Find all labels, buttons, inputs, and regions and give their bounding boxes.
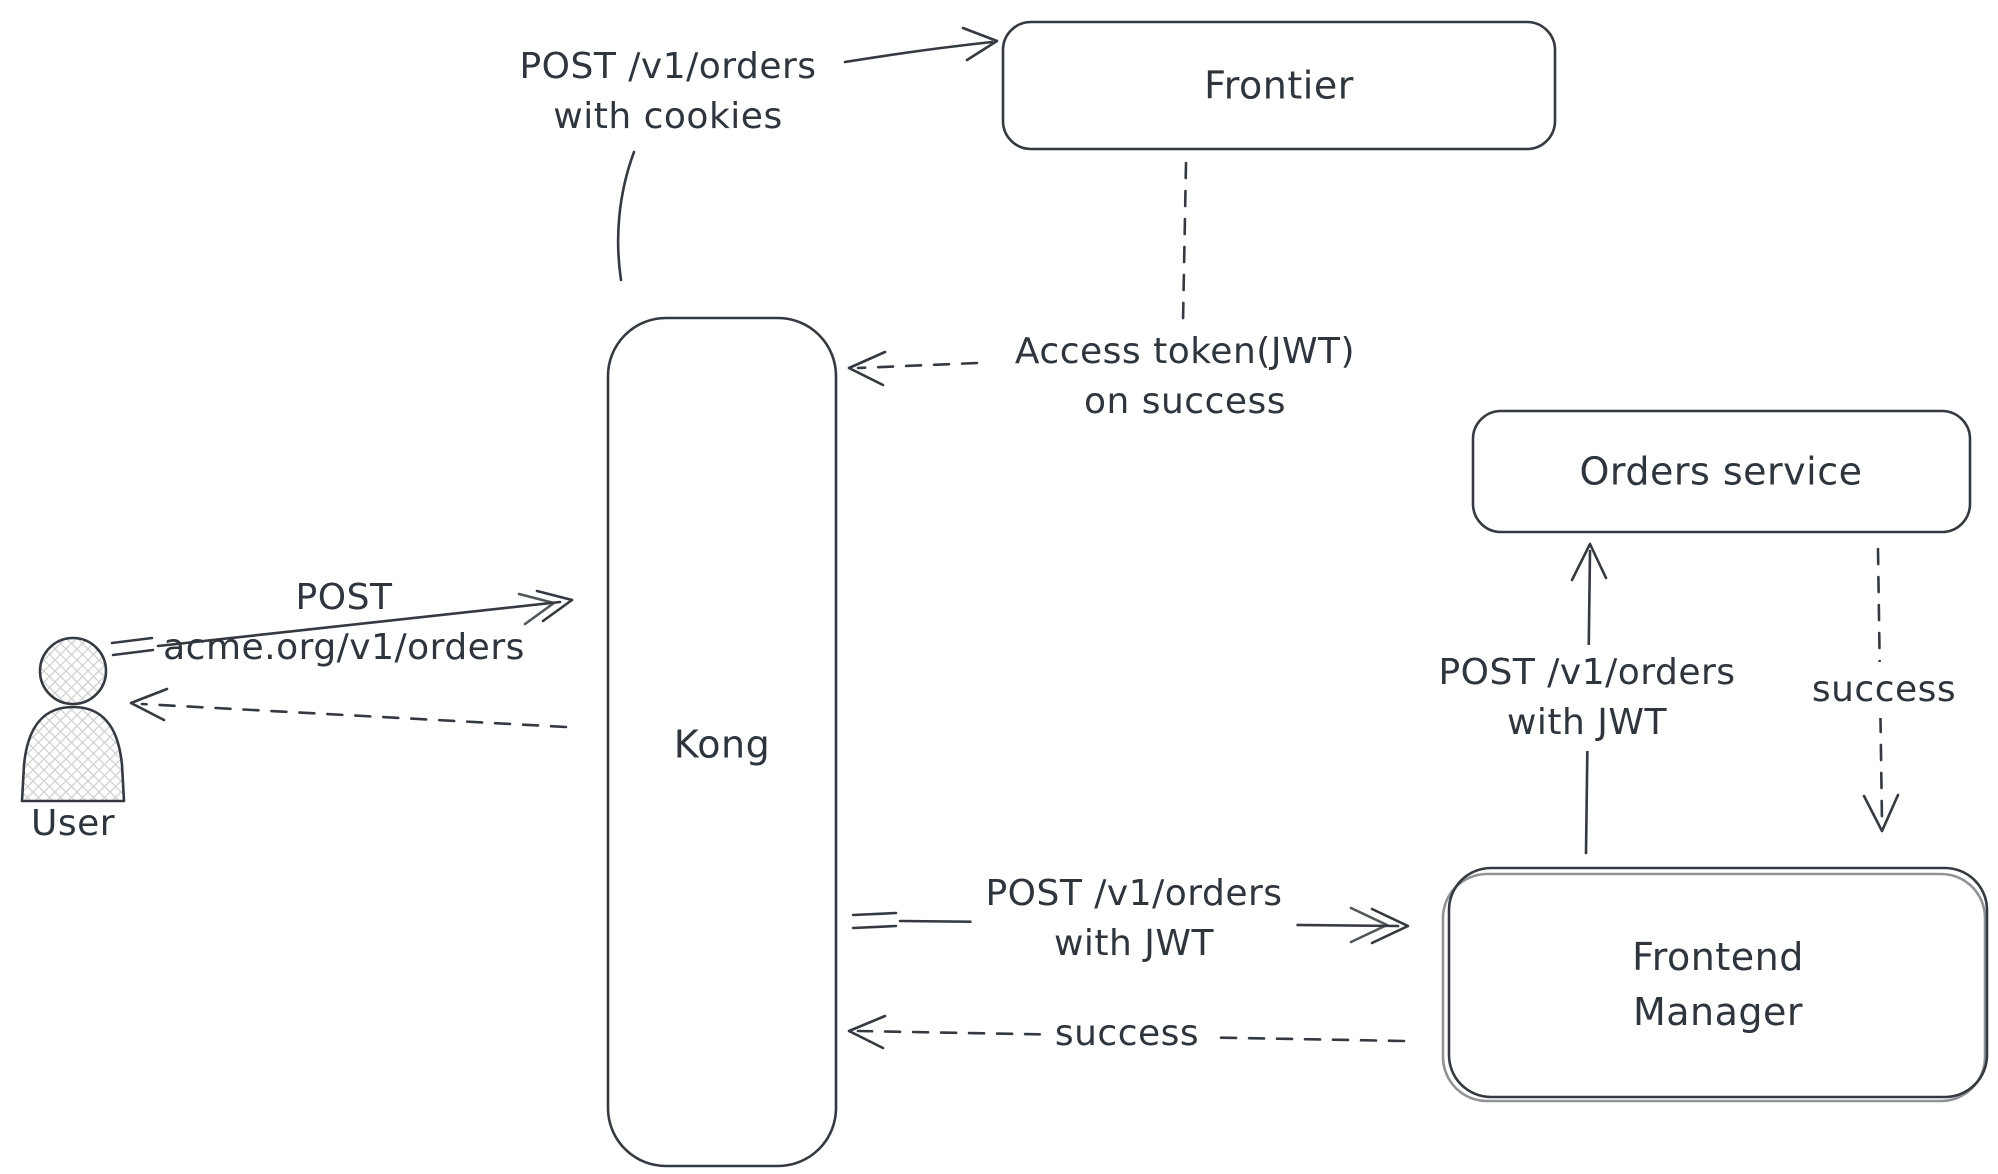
arrow-head bbox=[129, 687, 169, 722]
label-frontend-manager-line1: Frontend bbox=[1632, 934, 1804, 979]
user-icon-body bbox=[20, 705, 126, 803]
arrow-head bbox=[847, 350, 887, 387]
label-user: User bbox=[30, 802, 116, 844]
dashed-line-vertical bbox=[1181, 161, 1188, 324]
orders-service-box bbox=[1471, 409, 1972, 534]
edge-label-success-orders-to-frontend: success bbox=[1797, 661, 1971, 719]
dashed-line bbox=[856, 1029, 1406, 1043]
edge-label-line1: POST /v1/orders bbox=[985, 872, 1283, 914]
label-frontier: Frontier bbox=[1204, 63, 1354, 108]
arrow-line bbox=[843, 40, 994, 64]
label-frontend-manager-line2: Manager bbox=[1632, 990, 1804, 1034]
edge-label-line2: with JWT bbox=[1506, 702, 1668, 743]
dashed-line bbox=[140, 702, 568, 729]
dashed-line bbox=[1876, 547, 1884, 824]
edge-label-post-jwt-kong-to-frontend: POST /v1/orders with JWT bbox=[971, 865, 1297, 973]
edge-label-post-jwt-frontend-to-orders: POST /v1/orders with JWT bbox=[1424, 644, 1750, 752]
arrow-head bbox=[847, 1014, 887, 1050]
arrow-head-sketch bbox=[517, 592, 556, 626]
edge-label-line2: with cookies bbox=[553, 96, 783, 137]
dashed-line-horizontal bbox=[856, 361, 979, 370]
arrow-user-to-kong bbox=[110, 589, 574, 657]
curve-label-to-kong bbox=[616, 150, 636, 282]
dashed-arrow-orders-to-frontend-manager bbox=[1862, 547, 1900, 833]
user-icon bbox=[20, 636, 126, 803]
arrow-head bbox=[961, 26, 999, 62]
arrow-head bbox=[535, 589, 574, 623]
edge-label-line1: POST /v1/orders bbox=[519, 45, 817, 87]
edge-label-success-frontend-to-kong: success bbox=[1040, 1005, 1214, 1063]
arrow-line bbox=[156, 600, 562, 648]
edge-label-line2: on success bbox=[1083, 381, 1287, 422]
edge-label-post-acme: POST acme.org/v1/orders bbox=[163, 573, 525, 673]
edge-label-line1: POST /v1/orders bbox=[1438, 651, 1736, 693]
edge-label-line2: with JWT bbox=[1053, 923, 1215, 964]
edge-label-access-token: Access token(JWT) on success bbox=[1015, 327, 1355, 427]
arrow-start-ticks bbox=[851, 911, 898, 930]
edge-label-post-orders-cookies: POST /v1/orders with cookies bbox=[519, 42, 816, 142]
arrow-label-to-frontier bbox=[843, 26, 999, 64]
dashed-frontier-to-kong bbox=[847, 161, 1188, 387]
label-orders-service: Orders service bbox=[1579, 449, 1863, 494]
label-kong: Kong bbox=[673, 722, 771, 767]
arrow-head bbox=[1370, 907, 1410, 945]
arrow-start-ticks bbox=[110, 636, 155, 657]
kong-box bbox=[606, 316, 838, 1168]
label-frontend-manager: Frontend Manager bbox=[1632, 930, 1804, 1040]
edge-label-line1: Access token(JWT) bbox=[1014, 330, 1356, 372]
edge-label-line1: POST bbox=[295, 576, 393, 618]
dashed-arrow-kong-to-user bbox=[129, 687, 568, 729]
user-icon-head bbox=[38, 636, 108, 706]
arrow-head-sketch bbox=[1349, 906, 1389, 944]
arrow-head bbox=[1570, 542, 1608, 582]
arrow-head bbox=[1862, 793, 1900, 833]
frontier-box bbox=[1001, 20, 1557, 151]
frontend-manager-box-outline bbox=[1447, 866, 1989, 1099]
dashed-arrow-frontend-manager-to-kong bbox=[847, 1014, 1406, 1050]
frontend-manager-box bbox=[1441, 866, 1989, 1103]
frontend-manager-box-sketch-stroke bbox=[1441, 872, 1987, 1103]
edge-label-line2: acme.org/v1/orders bbox=[163, 627, 525, 668]
